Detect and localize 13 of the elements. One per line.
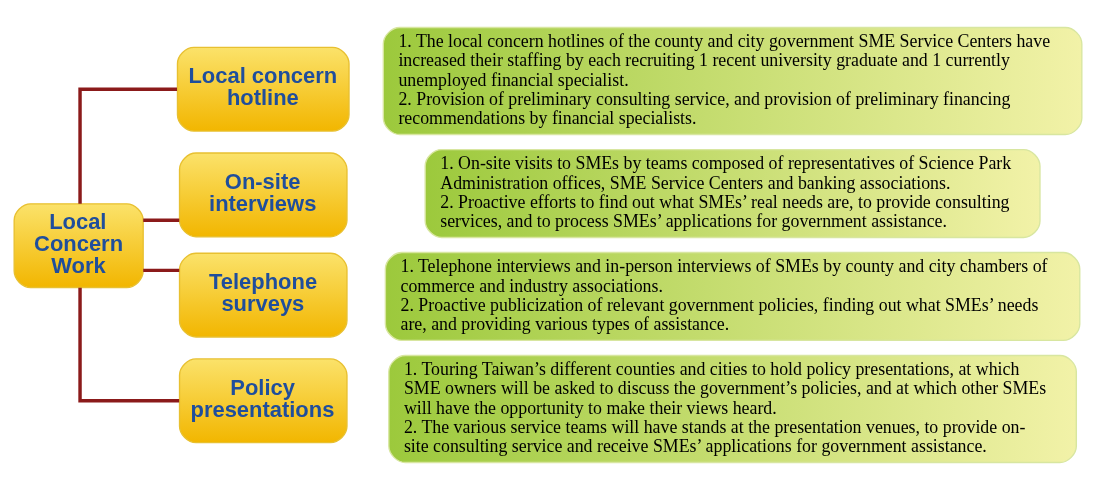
node-box: Policy presentations — [178, 357, 348, 443]
node-box: 1. Telephone interviews and in-person interviews of SMEs by county and city chambers of commerce and industry associations. 2. Proactive publicization of relevant government policies, finding out what SMEs’ needs are, and providing various types of assistance. — [384, 251, 1081, 341]
node-box: 1. The local concern hotlines of the county and city government SME Service Centers have increased their staffing by each recruiting 1 recent university graduate and 1 currently unemployed financial specialist. 2. Provision of preliminary consulting service, and provision of preliminary financing recommendations by financial specialists. — [382, 26, 1083, 135]
node-box: Telephone surveys — [178, 252, 348, 338]
node-box: Local concern hotline — [176, 46, 350, 132]
connector — [78, 87, 177, 204]
connector — [143, 268, 180, 272]
connector — [143, 218, 180, 222]
node-box: 1. On-site visits to SMEs by teams composed of representatives of Science Park Administration offices, SME Service Centers and banking associations. 2. Proactive efforts to find out what SMEs’ real needs are, to provide consulting services, and to process SMEs’ applications for government assistance. — [424, 148, 1041, 238]
node-box: Local Concern Work — [13, 202, 144, 288]
node-box: 1. Touring Taiwan’s different counties and cities to hold policy presentations, at which SME owners will be asked to discuss the government’s policies, and at which other SMEs will have the opportunity to make their views heard. 2. The various service teams will have stands at the presentation venues, to provide on-site consulting service and receive SMEs’ applications for government assistance. — [388, 354, 1078, 463]
connector — [78, 287, 180, 402]
node-box: On-site interviews — [178, 151, 348, 237]
